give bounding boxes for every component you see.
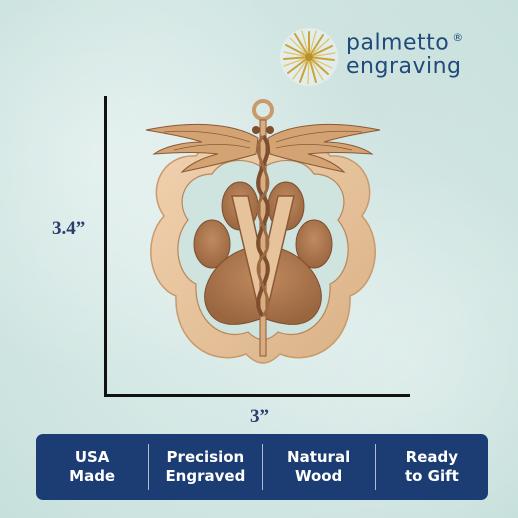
veterinary-v-staff xyxy=(231,119,295,357)
height-dimension-line xyxy=(104,96,107,396)
feature-ready-to-gift: Ready to Gift xyxy=(404,448,459,485)
feature-precision-engraved: Precision Engraved xyxy=(165,448,246,485)
feature-natural-wood: Natural Wood xyxy=(287,448,351,485)
registered-mark: ® xyxy=(452,31,464,44)
width-dimension-label: 3” xyxy=(250,406,269,427)
feature-divider xyxy=(148,444,150,490)
feature-divider xyxy=(374,444,376,490)
brand-logo: palmetto® engraving xyxy=(278,22,478,92)
palmetto-tree-icon xyxy=(280,28,338,86)
features-banner: USA Made Precision Engraved Natural Wood… xyxy=(36,434,488,500)
height-dimension-label: 3.4” xyxy=(52,218,86,239)
veterinary-ornament-image xyxy=(145,99,381,364)
brand-name-line2: engraving xyxy=(346,54,462,80)
brand-wordmark: palmetto® engraving xyxy=(346,32,464,78)
feature-usa-made: USA Made xyxy=(69,448,116,485)
brand-name-line1: palmetto xyxy=(346,30,450,56)
feature-divider xyxy=(261,444,263,490)
hanging-loop xyxy=(252,99,274,121)
width-dimension-line xyxy=(104,394,410,397)
